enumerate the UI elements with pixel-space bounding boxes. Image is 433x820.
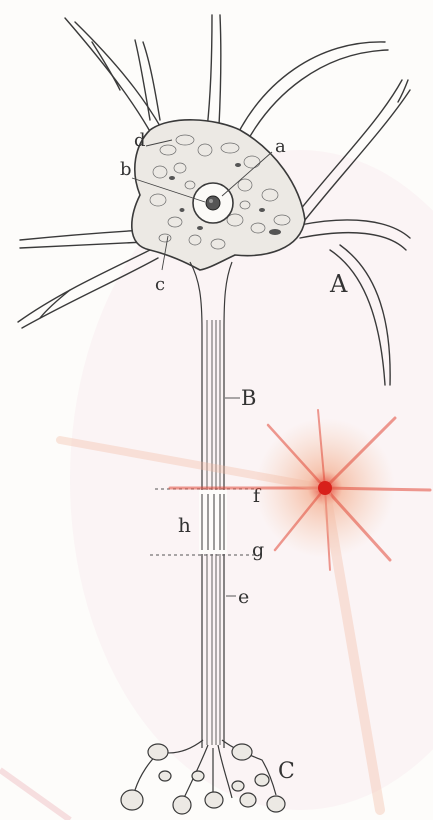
label-B: B	[241, 386, 256, 410]
label-d: d	[134, 130, 146, 151]
label-b: b	[120, 159, 132, 180]
label-h: h	[178, 513, 191, 537]
flare-core	[318, 481, 332, 495]
nucleolus	[206, 196, 220, 210]
label-e: e	[238, 586, 249, 608]
label-g: g	[252, 539, 264, 561]
cut-section-gap	[199, 490, 227, 554]
label-a: a	[275, 136, 286, 157]
label-C: C	[278, 759, 295, 784]
label-c: c	[155, 274, 165, 295]
corner-streak	[0, 770, 70, 820]
label-A: A	[329, 270, 348, 298]
nucleolus-highlight	[209, 199, 213, 203]
